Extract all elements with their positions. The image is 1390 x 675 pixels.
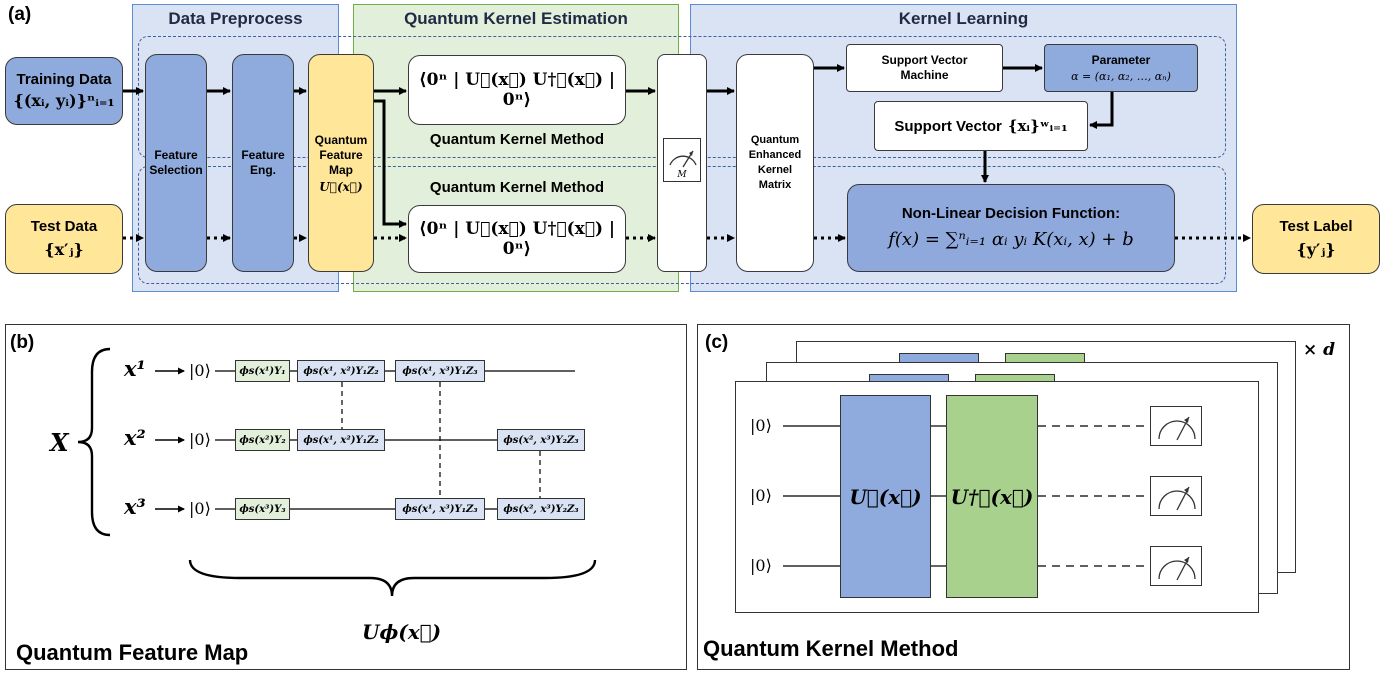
gate-phi-x1x3-q1: ϕs(x¹, x³)Y₁Z₃	[395, 360, 485, 382]
feature-selection-label: Feature Selection	[149, 148, 203, 177]
ket-c-q2: |0⟩	[750, 486, 772, 505]
panel-a-label: (a)	[8, 4, 32, 25]
panel-c-label: (c)	[705, 332, 729, 353]
test-data-box: Test Data {x′ⱼ}	[5, 204, 123, 274]
quantum-feature-map-title: Quantum Feature Map	[314, 132, 368, 177]
kernel-expression-top: ⟨0ⁿ | U∅(x⃗) U†∅(x⃗) | 0ⁿ⟩	[408, 55, 626, 125]
feature-eng-label: Feature Eng.	[241, 148, 285, 177]
support-vector-title: Support Vector	[894, 117, 1002, 135]
feature-map-operator: Uϕ(x⃗)	[362, 620, 442, 644]
parameter-box: Parameter α = (α₁, α₂, …, αₙ)	[1044, 44, 1198, 92]
support-vector-box: Support Vector {xᵢ}ʷᵢ₌₁	[874, 101, 1088, 151]
measurement-icon-q1	[1150, 406, 1202, 446]
gate-phi-x1x2-q1: ϕs(x¹, x²)Y₁Z₂	[297, 360, 385, 382]
panel-b-frame	[5, 324, 687, 670]
section-title-quantum-kernel-estimation: Quantum Kernel Estimation	[404, 9, 628, 28]
u-gate-label: U∅(x⃗)	[849, 484, 922, 509]
training-data-box: Training Data {(xᵢ, yᵢ)}ⁿᵢ₌₁	[5, 57, 123, 125]
quantum-feature-map-math: U∅(x⃗)	[319, 179, 363, 194]
meter-icon: M	[663, 138, 701, 182]
input-x1: x¹	[124, 356, 146, 381]
gate-phi-x2: ϕs(x²)Y₂	[235, 429, 290, 451]
training-data-title: Training Data	[16, 71, 112, 88]
feature-eng-box: Feature Eng.	[232, 54, 294, 272]
panel-c-frame	[697, 324, 1350, 670]
svm-box: Support Vector Machine	[846, 44, 1003, 92]
gate-phi-x1x3-q3: ϕs(x¹, x³)Y₁Z₃	[395, 498, 485, 520]
test-data-math: {x′ⱼ}	[44, 240, 84, 259]
decision-function-math: f(x) = ∑ⁿᵢ₌₁ αᵢ yᵢ K(xᵢ, x) + b	[888, 229, 1134, 250]
measurement-icon-q2	[1150, 476, 1202, 516]
parameter-title: Parameter	[1091, 53, 1151, 67]
repeat-label: × d	[1303, 340, 1336, 360]
gate-phi-x1x2-q2: ϕs(x¹, x²)Y₁Z₂	[297, 429, 385, 451]
ket-q3: |0⟩	[189, 499, 211, 518]
qkm-label-bottom: Quantum Kernel Method	[429, 179, 605, 196]
kernel-expression-bottom: ⟨0ⁿ | U∅(x⃗) U†∅(x⃗) | 0ⁿ⟩	[408, 205, 626, 273]
measurement-icon-q3	[1150, 546, 1202, 586]
test-label-box: Test Label {y′ⱼ}	[1252, 204, 1380, 274]
test-label-math: {y′ⱼ}	[1296, 240, 1336, 259]
register-x-label: X	[50, 428, 69, 457]
register-brace	[77, 347, 111, 537]
support-vector-math: {xᵢ}ʷᵢ₌₁	[1007, 117, 1068, 135]
section-title-data-preprocess: Data Preprocess	[168, 9, 303, 28]
ket-q1: |0⟩	[189, 361, 211, 380]
kernel-matrix-label: Quantum Enhanced Kernel Matrix	[748, 134, 802, 191]
test-label-title: Test Label	[1279, 218, 1353, 235]
meter-label: M	[677, 170, 687, 180]
gate-phi-x1: ϕs(x¹)Y₁	[235, 360, 290, 382]
gate-phi-x3: ϕs(x³)Y₃	[235, 498, 290, 520]
feature-selection-box: Feature Selection	[145, 54, 207, 272]
training-data-math: {(xᵢ, yᵢ)}ⁿᵢ₌₁	[13, 91, 115, 110]
gate-phi-x2x3-q2: ϕs(x², x³)Y₂Z₃	[497, 429, 585, 451]
parameter-math: α = (α₁, α₂, …, αₙ)	[1071, 70, 1171, 83]
test-data-title: Test Data	[30, 218, 98, 235]
section-title-kernel-learning: Kernel Learning	[898, 9, 1029, 28]
qkm-label-top: Quantum Kernel Method	[429, 131, 605, 148]
u-dagger-gate: U†∅(x⃗)	[946, 395, 1038, 598]
feature-map-brace	[188, 559, 597, 597]
panel-b-caption: Quantum Feature Map	[16, 640, 249, 665]
panel-b-label: (b)	[10, 332, 35, 353]
ket-c-q1: |0⟩	[750, 416, 772, 435]
gate-phi-x2x3-q3: ϕs(x², x³)Y₂Z₃	[497, 498, 585, 520]
u-dagger-gate-label: U†∅(x⃗)	[950, 484, 1034, 509]
panel-c-caption: Quantum Kernel Method	[703, 636, 959, 661]
kernel-matrix-box: Quantum Enhanced Kernel Matrix	[736, 54, 814, 272]
input-x3: x³	[124, 494, 146, 519]
quantum-feature-map-box: Quantum Feature Map U∅(x⃗)	[308, 54, 374, 272]
svm-label: Support Vector Machine	[881, 53, 968, 82]
decision-function-title: Non-Linear Decision Function:	[901, 205, 1121, 222]
u-gate: U∅(x⃗)	[840, 395, 931, 598]
input-x2: x²	[124, 425, 146, 450]
decision-function-box: Non-Linear Decision Function: f(x) = ∑ⁿᵢ…	[847, 184, 1175, 272]
ket-c-q3: |0⟩	[750, 556, 772, 575]
ket-q2: |0⟩	[189, 430, 211, 449]
